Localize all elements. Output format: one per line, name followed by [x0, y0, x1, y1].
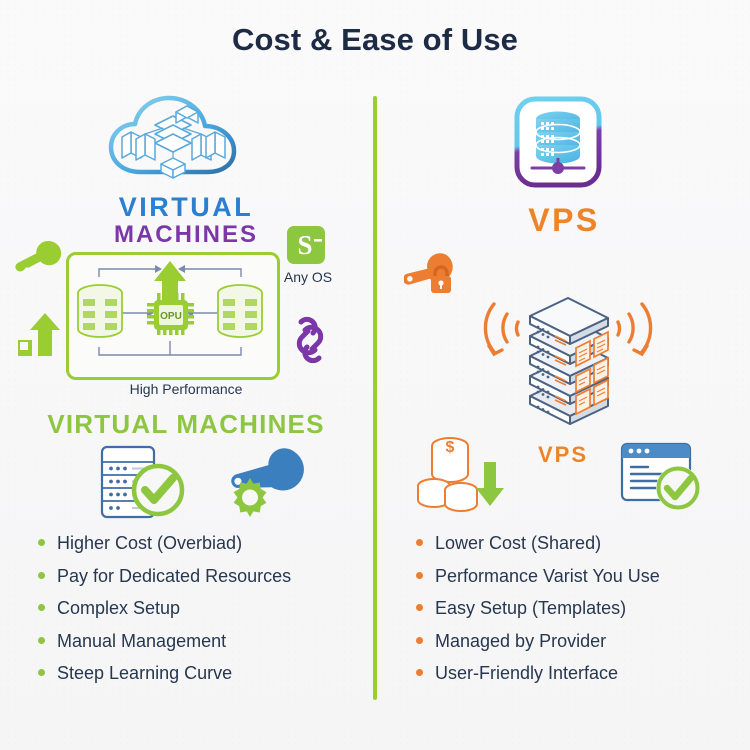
list-item: Complex Setup	[38, 597, 368, 620]
wrench-gear-icon	[224, 442, 310, 529]
list-item: Pay for Dedicated Resources	[38, 565, 368, 588]
vps-column: VPS	[378, 84, 750, 750]
bullet-dot-icon	[416, 571, 423, 579]
bullet-dot-icon	[38, 571, 45, 579]
growth-arrow-icon	[14, 309, 66, 366]
list-item-label: User-Friendly Interface	[435, 663, 619, 683]
list-item-label: Higher Cost (Overbiad)	[57, 533, 243, 553]
list-item-label: Managed by Provider	[435, 630, 607, 651]
vm-logo-line1: VIRTUAL	[118, 192, 254, 222]
list-item: Easy Setup (Templates)	[416, 597, 750, 620]
list-item: Performance Varist You Use	[416, 565, 750, 588]
list-item-label: Steep Learning Curve	[57, 663, 233, 683]
list-item-label: Complex Setup	[57, 598, 181, 618]
any-os-label: Any OS	[283, 269, 333, 285]
column-divider	[373, 96, 377, 700]
bullet-dot-icon	[416, 636, 423, 644]
bullet-dot-icon	[416, 604, 423, 611]
bullet-dot-icon	[38, 604, 45, 611]
list-item: Steep Learning Curve	[38, 662, 368, 685]
chip-label: OPU	[160, 311, 182, 322]
page-title: Cost & Ease of Use	[231, 22, 519, 57]
cloud-servers-icon	[103, 90, 243, 190]
browser-check-icon	[618, 440, 708, 519]
list-item-label: Lower Cost (Shared)	[435, 533, 602, 553]
list-item: Lower Cost (Shared)	[416, 532, 750, 555]
vm-logo-wordmark: VIRTUAL MACHINES	[0, 192, 372, 248]
list-item: Managed by Provider	[416, 630, 750, 653]
bullet-dot-icon	[38, 636, 45, 644]
high-performance-caption: High Performance	[129, 381, 243, 397]
bullet-dot-icon	[38, 539, 45, 546]
vm-logo-line2: MACHINES	[113, 220, 258, 248]
list-item: Manual Management	[38, 630, 368, 653]
bullet-dot-icon	[38, 669, 45, 676]
chain-link-icon	[288, 316, 332, 369]
list-item-label: Performance Varist You Use	[435, 565, 660, 586]
coins-down-arrow-icon: $	[414, 432, 508, 519]
svg-text:S: S	[297, 230, 312, 260]
list-item: User-Friendly Interface	[416, 662, 750, 685]
high-performance-diagram: OPU	[66, 252, 280, 380]
vps-database-badge-icon	[512, 94, 608, 199]
server-check-icon	[96, 442, 200, 529]
vps-bullet-list: Lower Cost (Shared) Performance Varist Y…	[416, 532, 750, 695]
list-item-label: Manual Management	[57, 630, 227, 651]
bullet-dot-icon	[416, 539, 423, 546]
vm-bullet-list: Higher Cost (Overbiad) Pay for Dedicated…	[38, 532, 368, 695]
list-item-label: Pay for Dedicated Resources	[57, 565, 292, 586]
vps-section-heading: VPS	[537, 442, 589, 467]
vm-section-heading: VIRTUAL MACHINES	[47, 409, 325, 439]
wrench-lock-icon	[402, 246, 460, 307]
list-item-label: Easy Setup (Templates)	[435, 598, 627, 618]
virtual-machines-column: VIRTUAL MACHINES S Any O	[0, 84, 372, 750]
any-os-icon: S	[285, 224, 327, 271]
server-rack-stack-icon	[458, 252, 678, 437]
bullet-dot-icon	[416, 669, 423, 676]
list-item: Higher Cost (Overbiad)	[38, 532, 368, 555]
wrench-icon	[14, 232, 62, 285]
svg-text:$: $	[446, 439, 455, 456]
vps-logo-wordmark: VPS	[528, 202, 600, 238]
